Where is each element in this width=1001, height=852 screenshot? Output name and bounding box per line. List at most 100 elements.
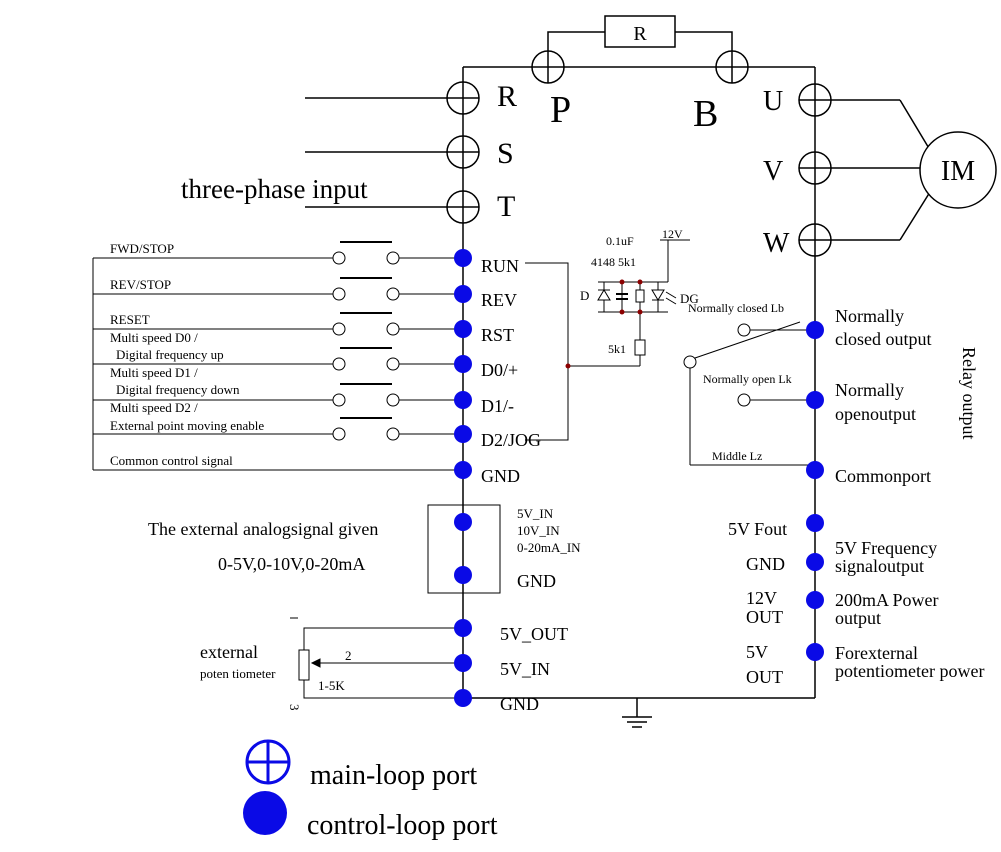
control-port-run[interactable] — [454, 249, 472, 267]
control-port-rst[interactable] — [454, 320, 472, 338]
out-5v-label-2: OUT — [746, 667, 783, 687]
relay-common-port[interactable] — [806, 461, 824, 479]
control-port-gnd[interactable] — [454, 461, 472, 479]
switch-label-d1-b: Digital frequency down — [116, 382, 240, 397]
switch-label-reset: RESET — [110, 312, 150, 327]
out-pow-1: 200mA Power — [835, 590, 939, 610]
opto-led-label: DG — [680, 291, 699, 306]
opto-diode-label: D — [580, 288, 589, 303]
main-port-T[interactable] — [446, 190, 480, 224]
legend-control-label: control-loop port — [307, 810, 498, 841]
relay-nc-port[interactable] — [806, 321, 824, 339]
pot-label-1: external — [200, 642, 258, 662]
main-port-U[interactable] — [798, 83, 832, 117]
relay-side-label: Relay output — [959, 347, 979, 440]
out-ext-2: potentiometer power — [835, 661, 984, 681]
opto-cap-label: 0.1uF — [606, 234, 634, 248]
label-W: W — [763, 228, 790, 259]
main-port-V[interactable] — [798, 151, 832, 185]
label-T: T — [497, 190, 515, 223]
out-12v-label-1: 12V — [746, 588, 777, 608]
pot-gnd-port[interactable] — [454, 689, 472, 707]
switch-label-d2-a: Multi speed D2 / — [110, 400, 198, 415]
analog-ports — [454, 513, 472, 584]
terminal-label-d0: D0/+ — [481, 360, 518, 380]
control-port-rev[interactable] — [454, 285, 472, 303]
legend-control-icon — [243, 791, 287, 835]
label-B: B — [693, 93, 718, 135]
terminal-label-d2: D2/JOG — [481, 430, 541, 450]
control-port-d1[interactable] — [454, 391, 472, 409]
control-ports-left — [454, 249, 472, 479]
terminal-label-rev: REV — [481, 290, 517, 310]
pot-t3-label: GND — [500, 694, 539, 714]
control-port-d0[interactable] — [454, 355, 472, 373]
relay-contacts — [683, 323, 751, 407]
switch-label-rev: REV/STOP — [110, 277, 171, 292]
fout-port[interactable] — [806, 514, 824, 532]
v12-out-port[interactable] — [806, 591, 824, 609]
out-fout-label: 5V Fout — [728, 519, 787, 539]
main-port-S[interactable] — [446, 135, 480, 169]
switch-label-d0-b: Digital frequency up — [116, 347, 224, 362]
analog-in-3: 0-20mA_IN — [517, 540, 581, 555]
pot-t2-label: 5V_IN — [500, 659, 550, 679]
relay-nc-internal: Normally closed Lb — [688, 301, 784, 315]
control-port-d2[interactable] — [454, 425, 472, 443]
relay-common-out: Commonport — [835, 466, 931, 486]
out-5v-label-1: 5V — [746, 642, 768, 662]
braking-resistor — [604, 15, 676, 48]
out-ext-1: Forexternal — [835, 643, 918, 663]
out-freq-1: 5V Frequency — [835, 538, 937, 558]
opto-parts-label: 4148 5k1 — [591, 255, 636, 269]
analog-in-2: 10V_IN — [517, 523, 560, 538]
pot-pin2-label: 2 — [345, 648, 352, 663]
pot-wiring — [290, 617, 463, 699]
main-port-B[interactable] — [715, 50, 749, 84]
label-V: V — [763, 156, 783, 187]
pot-ports — [454, 619, 472, 707]
main-port-R[interactable] — [446, 81, 480, 115]
relay-no-out-2: openoutput — [835, 404, 916, 424]
pot-range-label: 1-5K — [318, 678, 345, 693]
label-U: U — [763, 86, 783, 117]
label-P: P — [550, 89, 571, 131]
opto-junctions — [565, 279, 643, 369]
main-port-P[interactable] — [531, 50, 565, 84]
out-12v-label-2: OUT — [746, 607, 783, 627]
out-gnd-label: GND — [746, 554, 785, 574]
opto-wiring — [525, 239, 815, 466]
analog-desc-2: 0-5V,0-10V,0-20mA — [218, 554, 365, 574]
opto-resistor-label: 5k1 — [608, 342, 626, 356]
switch-label-d2-b: External point moving enable — [110, 418, 264, 433]
switch-wiring — [92, 241, 463, 471]
out-pow-2: output — [835, 608, 881, 628]
analog-gnd-port[interactable] — [454, 566, 472, 584]
main-port-W[interactable] — [798, 223, 832, 257]
pot-5v-out-port[interactable] — [454, 619, 472, 637]
control-ports-right — [806, 321, 824, 661]
relay-middle-internal: Middle Lz — [712, 449, 762, 463]
relay-no-port[interactable] — [806, 391, 824, 409]
pot-5v-in-port[interactable] — [454, 654, 472, 672]
analog-in-port[interactable] — [454, 513, 472, 531]
terminal-label-gnd: GND — [481, 466, 520, 486]
terminal-label-run: RUN — [481, 256, 519, 276]
pot-t1-label: 5V_OUT — [500, 624, 568, 644]
label-R: R — [497, 80, 517, 113]
label-S: S — [497, 137, 514, 170]
out-freq-2: signaloutput — [835, 556, 924, 576]
switch-label-d1-a: Multi speed D1 / — [110, 365, 198, 380]
motor-label: IM — [941, 156, 975, 187]
v5-out-port[interactable] — [806, 643, 824, 661]
gnd-right-port[interactable] — [806, 553, 824, 571]
pot-label-2: poten tiometer — [200, 666, 276, 681]
three-phase-input-label: three-phase input — [181, 174, 368, 204]
analog-desc-1: The external analogsignal given — [148, 519, 378, 539]
relay-nc-out-1: Normally — [835, 306, 904, 326]
relay-no-out-1: Normally — [835, 380, 904, 400]
switch-label-d0-a: Multi speed D0 / — [110, 330, 198, 345]
analog-gnd-label: GND — [517, 571, 556, 591]
